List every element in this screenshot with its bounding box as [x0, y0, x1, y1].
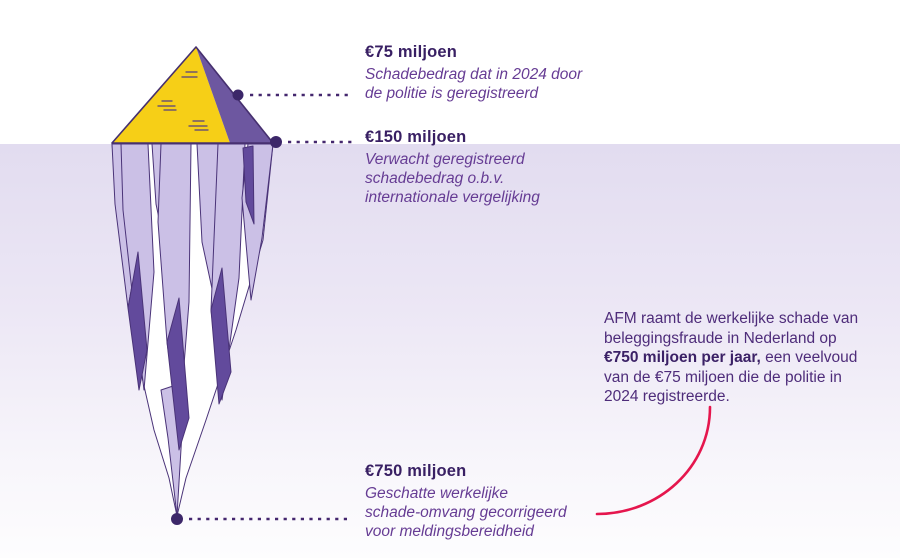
callout-text-bold: €750 miljoen per jaar, — [604, 349, 761, 366]
annotation-desc-line: de politie is geregistreerd — [365, 85, 539, 103]
money-stack-icon — [157, 100, 177, 111]
money-stack-icon — [188, 120, 209, 131]
annotation-desc-line: schadebedrag o.b.v. — [365, 170, 505, 188]
callout-curve — [595, 405, 712, 516]
iceberg-tip-yellow-face — [112, 47, 230, 143]
annotation-desc-line: voor meldingsbereidheid — [365, 523, 534, 541]
leader-lines — [189, 93, 353, 521]
annotation-75-miljoen: €75 miljoen Schadebedrag dat in 2024 doo… — [365, 43, 582, 103]
iceberg-dark-shards — [127, 145, 255, 451]
annotation-desc-line: schade-omvang gecorrigeerd — [365, 504, 567, 522]
marker-dot-icon — [232, 89, 244, 101]
callout-text-pre: AFM raamt de werkelijke schade van beleg… — [604, 310, 859, 347]
annotation-amount: €750 miljoen — [365, 462, 467, 480]
marker-dot-icon — [270, 136, 282, 148]
annotation-amount: €75 miljoen — [365, 43, 458, 61]
iceberg-tip — [111, 46, 274, 144]
annotation-desc-line: Verwacht geregistreerd — [365, 151, 525, 168]
iceberg-underwater — [111, 143, 274, 517]
annotation-desc-line: internationale vergelijking — [365, 189, 540, 207]
money-stack-icon — [181, 71, 198, 78]
annotation-150-miljoen: €150 miljoen Verwacht geregistreerd scha… — [365, 128, 540, 208]
marker-dot-icon — [171, 513, 183, 525]
annotation-desc-line: Schadebedrag dat in 2024 door — [365, 66, 583, 83]
annotation-amount: €150 miljoen — [365, 128, 467, 146]
marker-dots — [171, 89, 282, 525]
annotation-desc-line: Geschatte werkelijke — [365, 485, 509, 502]
afm-callout-text: AFM raamt de werkelijke schade van beleg… — [604, 309, 866, 407]
callout-text-post: een veelvoud van de €75 miljoen die de p… — [604, 349, 858, 405]
annotation-750-miljoen: €750 miljoen Geschatte werkelijke schade… — [365, 462, 567, 542]
